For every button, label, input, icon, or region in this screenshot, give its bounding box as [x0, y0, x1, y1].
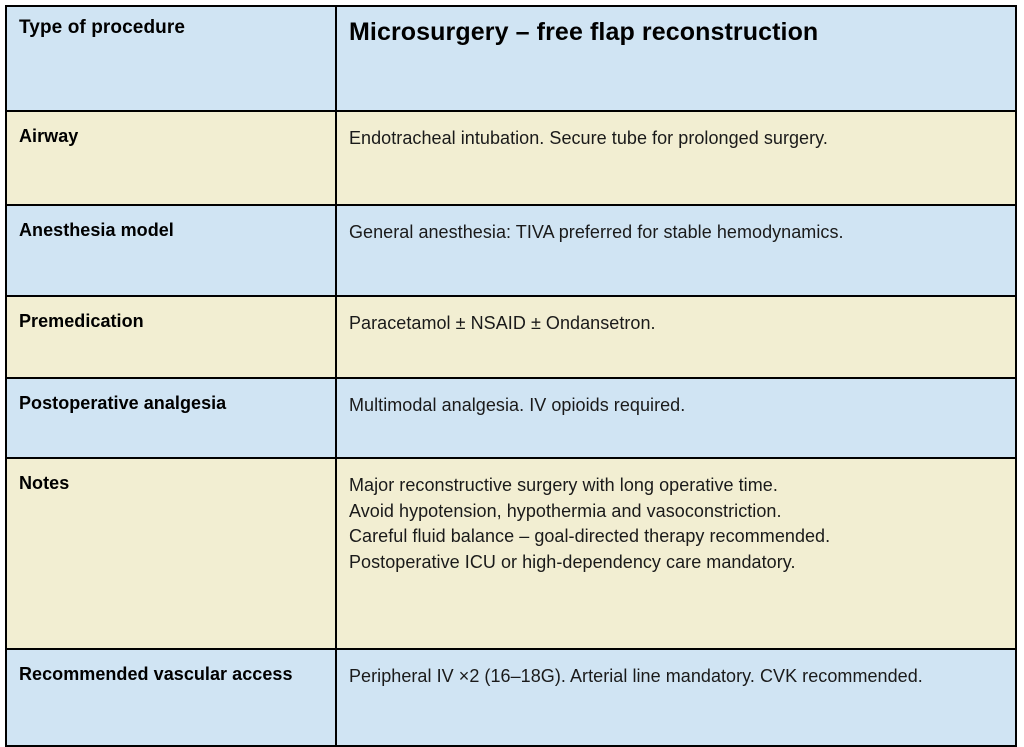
row-label-airway: Airway — [19, 126, 79, 146]
value-line: Major reconstructive surgery with long o… — [349, 475, 778, 495]
row-value-recommended-vascular-access: Peripheral IV ×2 (16–18G). Arterial line… — [349, 659, 1004, 690]
value-line: Careful fluid balance – goal-directed th… — [349, 526, 831, 547]
value-line: Peripheral IV ×2 (16–18G). Arterial line… — [349, 666, 923, 686]
value-line: Endotracheal intubation. Secure tube for… — [349, 128, 828, 148]
row-label-notes: Notes — [19, 473, 70, 493]
row-value-notes: Major reconstructive surgery with long o… — [349, 468, 1004, 575]
table-body: Type of procedure Microsurgery – free fl… — [5, 5, 1017, 747]
row-value-premedication: Paracetamol ± NSAID ± Ondansetron. — [349, 306, 1004, 337]
row-value-cell-postoperative-analgesia: Multimodal analgesia. IV opioids require… — [335, 377, 1017, 459]
value-line: Multimodal analgesia. IV opioids require… — [349, 395, 686, 415]
row-label-premedication: Premedication — [19, 311, 144, 331]
header-label-cell: Type of procedure — [5, 5, 337, 112]
table-row-airway: Airway Endotracheal intubation. Secure t… — [5, 110, 1017, 206]
row-value-postoperative-analgesia: Multimodal analgesia. IV opioids require… — [349, 388, 1004, 419]
row-value-cell-premedication: Paracetamol ± NSAID ± Ondansetron. — [335, 295, 1017, 379]
row-value-cell-recommended-vascular-access: Peripheral IV ×2 (16–18G). Arterial line… — [335, 648, 1017, 747]
table-row-notes: Notes Major reconstructive surgery with … — [5, 457, 1017, 650]
row-label-cell-postoperative-analgesia: Postoperative analgesia — [5, 377, 337, 459]
value-line: Avoid hypotension, hypothermia and vasoc… — [349, 500, 782, 521]
row-label-cell-recommended-vascular-access: Recommended vascular access — [5, 648, 337, 747]
row-value-airway: Endotracheal intubation. Secure tube for… — [349, 121, 1004, 152]
table-row-premedication: Premedication Paracetamol ± NSAID ± Onda… — [5, 295, 1017, 379]
row-label-cell-notes: Notes — [5, 457, 337, 650]
value-line: Paracetamol ± NSAID ± Ondansetron. — [349, 313, 656, 333]
header-label-text: Type of procedure — [19, 17, 186, 38]
row-label-recommended-vascular-access: Recommended vascular access — [19, 664, 293, 684]
table-row-recommended-vascular-access: Recommended vascular access Peripheral I… — [5, 648, 1017, 747]
row-label-anesthesia-model: Anesthesia model — [19, 220, 174, 240]
row-label-cell-anesthesia-model: Anesthesia model — [5, 204, 337, 297]
procedure-table: Type of procedure Microsurgery – free fl… — [5, 5, 1017, 747]
table-row-anesthesia-model: Anesthesia model General anesthesia: TIV… — [5, 204, 1017, 297]
procedure-title: Microsurgery – free flap reconstruction — [349, 18, 819, 46]
row-label-postoperative-analgesia: Postoperative analgesia — [19, 393, 227, 413]
table-header-row: Type of procedure Microsurgery – free fl… — [5, 5, 1017, 112]
row-label-cell-airway: Airway — [5, 110, 337, 206]
row-label-cell-premedication: Premedication — [5, 295, 337, 379]
row-value-anesthesia-model: General anesthesia: TIVA preferred for s… — [349, 215, 1004, 246]
value-line: General anesthesia: TIVA preferred for s… — [349, 222, 844, 242]
header-value-cell: Microsurgery – free flap reconstruction — [335, 5, 1017, 112]
row-value-cell-notes: Major reconstructive surgery with long o… — [335, 457, 1017, 650]
row-value-cell-anesthesia-model: General anesthesia: TIVA preferred for s… — [335, 204, 1017, 297]
value-line: Postoperative ICU or high-dependency car… — [349, 551, 796, 572]
row-value-cell-airway: Endotracheal intubation. Secure tube for… — [335, 110, 1017, 206]
table-row-postoperative-analgesia: Postoperative analgesia Multimodal analg… — [5, 377, 1017, 459]
